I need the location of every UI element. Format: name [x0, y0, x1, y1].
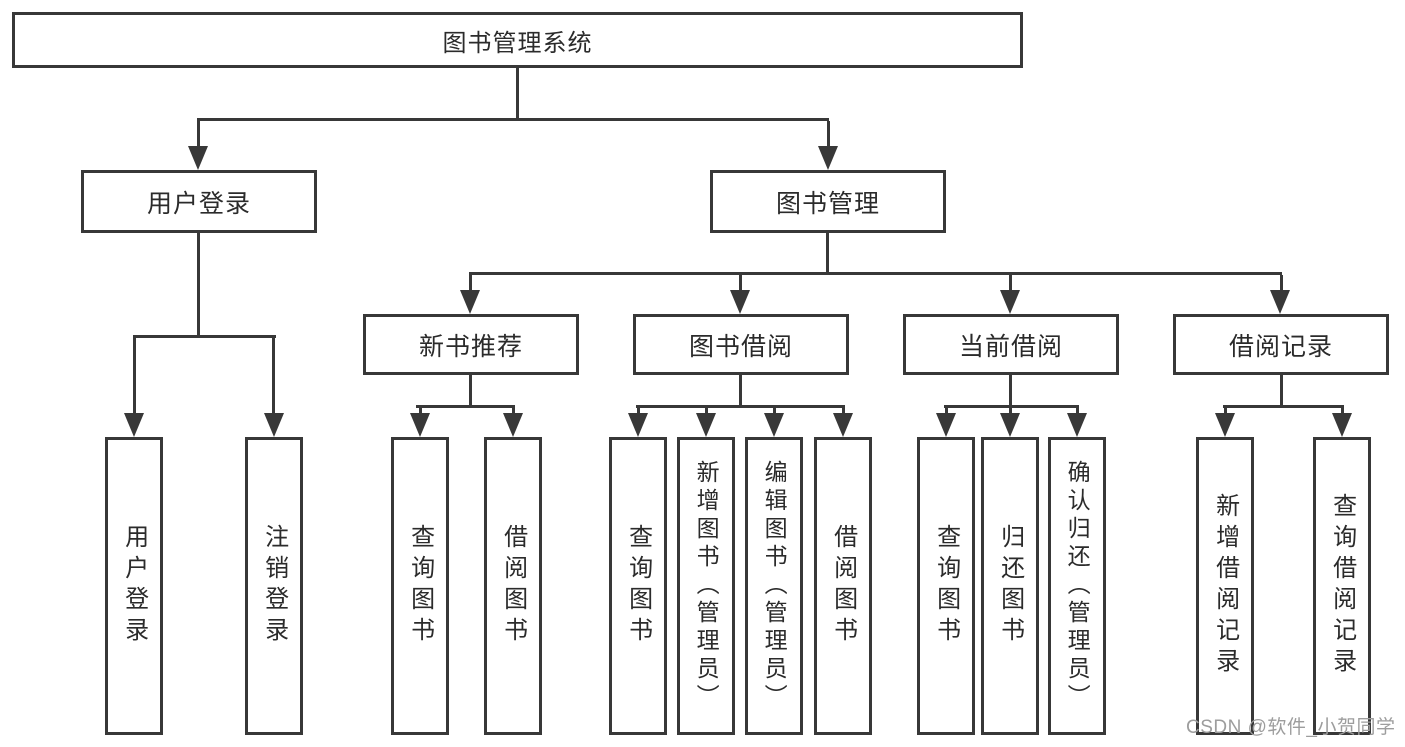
node-book-management: 图书管理 [710, 170, 946, 233]
leaf-label: 借阅图书 [499, 524, 527, 648]
leaf-query-books-borrow: 查询图书 [609, 437, 667, 735]
connector-l3-arm [469, 275, 472, 292]
arrowhead-down-icon [188, 146, 208, 170]
leaf-label: 新增图书（管理员） [693, 460, 720, 712]
leaf-query-books-recommend: 查询图书 [391, 437, 449, 735]
arrowhead-down-icon [1270, 290, 1290, 314]
connector-current-arm [1076, 408, 1079, 415]
node-book-borrow: 图书借阅 [633, 314, 849, 375]
arrowhead-down-icon [1000, 413, 1020, 437]
connector-records-bar [1223, 405, 1344, 408]
node-label: 用户登录 [146, 189, 251, 218]
connector-borrow-arm [637, 408, 640, 415]
connector-user-login-drop [197, 233, 200, 337]
leaf-label: 借阅图书 [829, 524, 857, 648]
connector-book-mgmt-drop [826, 233, 829, 274]
node-label: 图书借阅 [688, 332, 793, 361]
node-new-book-recommend: 新书推荐 [363, 314, 579, 375]
leaf-borrow-books: 借阅图书 [814, 437, 872, 735]
leaf-label: 查询图书 [624, 524, 652, 648]
connector-l1-arm-right [827, 121, 830, 148]
connector-records-arm [1224, 408, 1227, 415]
node-borrow-records: 借阅记录 [1173, 314, 1389, 375]
leaf-label: 注销登录 [260, 524, 288, 648]
leaf-label: 查询借阅记录 [1328, 493, 1356, 679]
connector-recommend-bar [416, 405, 515, 408]
arrowhead-down-icon [1067, 413, 1087, 437]
connector-current-bar [944, 405, 1079, 408]
node-root: 图书管理系统 [12, 12, 1023, 68]
node-label: 图书管理 [775, 189, 880, 218]
connector-l3-arm [739, 275, 742, 292]
leaf-return-book: 归还图书 [981, 437, 1039, 735]
connector-records-arm [1341, 408, 1344, 415]
node-user-login: 用户登录 [81, 170, 317, 233]
arrowhead-down-icon [1215, 413, 1235, 437]
connector-records-drop [1280, 375, 1283, 407]
arrowhead-down-icon [696, 413, 716, 437]
leaf-label: 查询图书 [932, 524, 960, 648]
arrowhead-down-icon [730, 290, 750, 314]
arrowhead-down-icon [124, 413, 144, 437]
node-label: 图书管理系统 [442, 29, 593, 57]
leaf-borrow-books-recommend: 借阅图书 [484, 437, 542, 735]
arrowhead-down-icon [764, 413, 784, 437]
arrowhead-down-icon [460, 290, 480, 314]
connector-l3-arm [1009, 275, 1012, 292]
leaf-add-borrow-record: 新增借阅记录 [1196, 437, 1254, 735]
leaf-query-books-current: 查询图书 [917, 437, 975, 735]
connector-l3-bar [469, 272, 1282, 275]
connector-borrow-bar [636, 405, 845, 408]
csdn-watermark: CSDN @软件_小贺同学 [1186, 717, 1396, 738]
connector-user-login-arm [272, 338, 275, 415]
leaf-query-borrow-record: 查询借阅记录 [1313, 437, 1371, 735]
connector-recommend-arm [419, 408, 422, 415]
leaf-add-book-admin: 新增图书（管理员） [677, 437, 735, 735]
node-current-borrow: 当前借阅 [903, 314, 1119, 375]
node-label: 借阅记录 [1228, 332, 1333, 361]
arrowhead-down-icon [410, 413, 430, 437]
connector-recommend-arm [512, 408, 515, 415]
arrowhead-down-icon [1000, 290, 1020, 314]
arrowhead-down-icon [503, 413, 523, 437]
leaf-label: 确认归还（管理员） [1064, 460, 1091, 712]
arrowhead-down-icon [628, 413, 648, 437]
connector-root-drop [516, 68, 519, 120]
arrowhead-down-icon [833, 413, 853, 437]
leaf-edit-book-admin: 编辑图书（管理员） [745, 437, 803, 735]
leaf-confirm-return-admin: 确认归还（管理员） [1048, 437, 1106, 735]
connector-user-login-arm [133, 338, 136, 415]
connector-l1-bar [197, 118, 829, 121]
leaf-logout: 注销登录 [245, 437, 303, 735]
connector-borrow-arm [773, 408, 776, 415]
connector-borrow-arm [705, 408, 708, 415]
leaf-label: 新增借阅记录 [1211, 493, 1239, 679]
leaf-label: 编辑图书（管理员） [761, 460, 788, 712]
connector-current-drop [1009, 375, 1012, 407]
leaf-user-login: 用户登录 [105, 437, 163, 735]
connector-current-arm [945, 408, 948, 415]
leaf-label: 查询图书 [406, 524, 434, 648]
arrowhead-down-icon [1332, 413, 1352, 437]
arrowhead-down-icon [818, 146, 838, 170]
connector-l3-arm [1280, 275, 1283, 292]
leaf-label: 归还图书 [996, 524, 1024, 648]
connector-borrow-arm [842, 408, 845, 415]
node-label: 新书推荐 [418, 332, 523, 361]
connector-current-arm [1009, 408, 1012, 415]
connector-borrow-drop [739, 375, 742, 407]
node-label: 当前借阅 [958, 332, 1063, 361]
connector-l1-arm-left [197, 121, 200, 148]
arrowhead-down-icon [264, 413, 284, 437]
leaf-label: 用户登录 [120, 524, 148, 648]
arrowhead-down-icon [936, 413, 956, 437]
connector-recommend-drop [469, 375, 472, 407]
connector-user-login-bar [133, 335, 276, 338]
